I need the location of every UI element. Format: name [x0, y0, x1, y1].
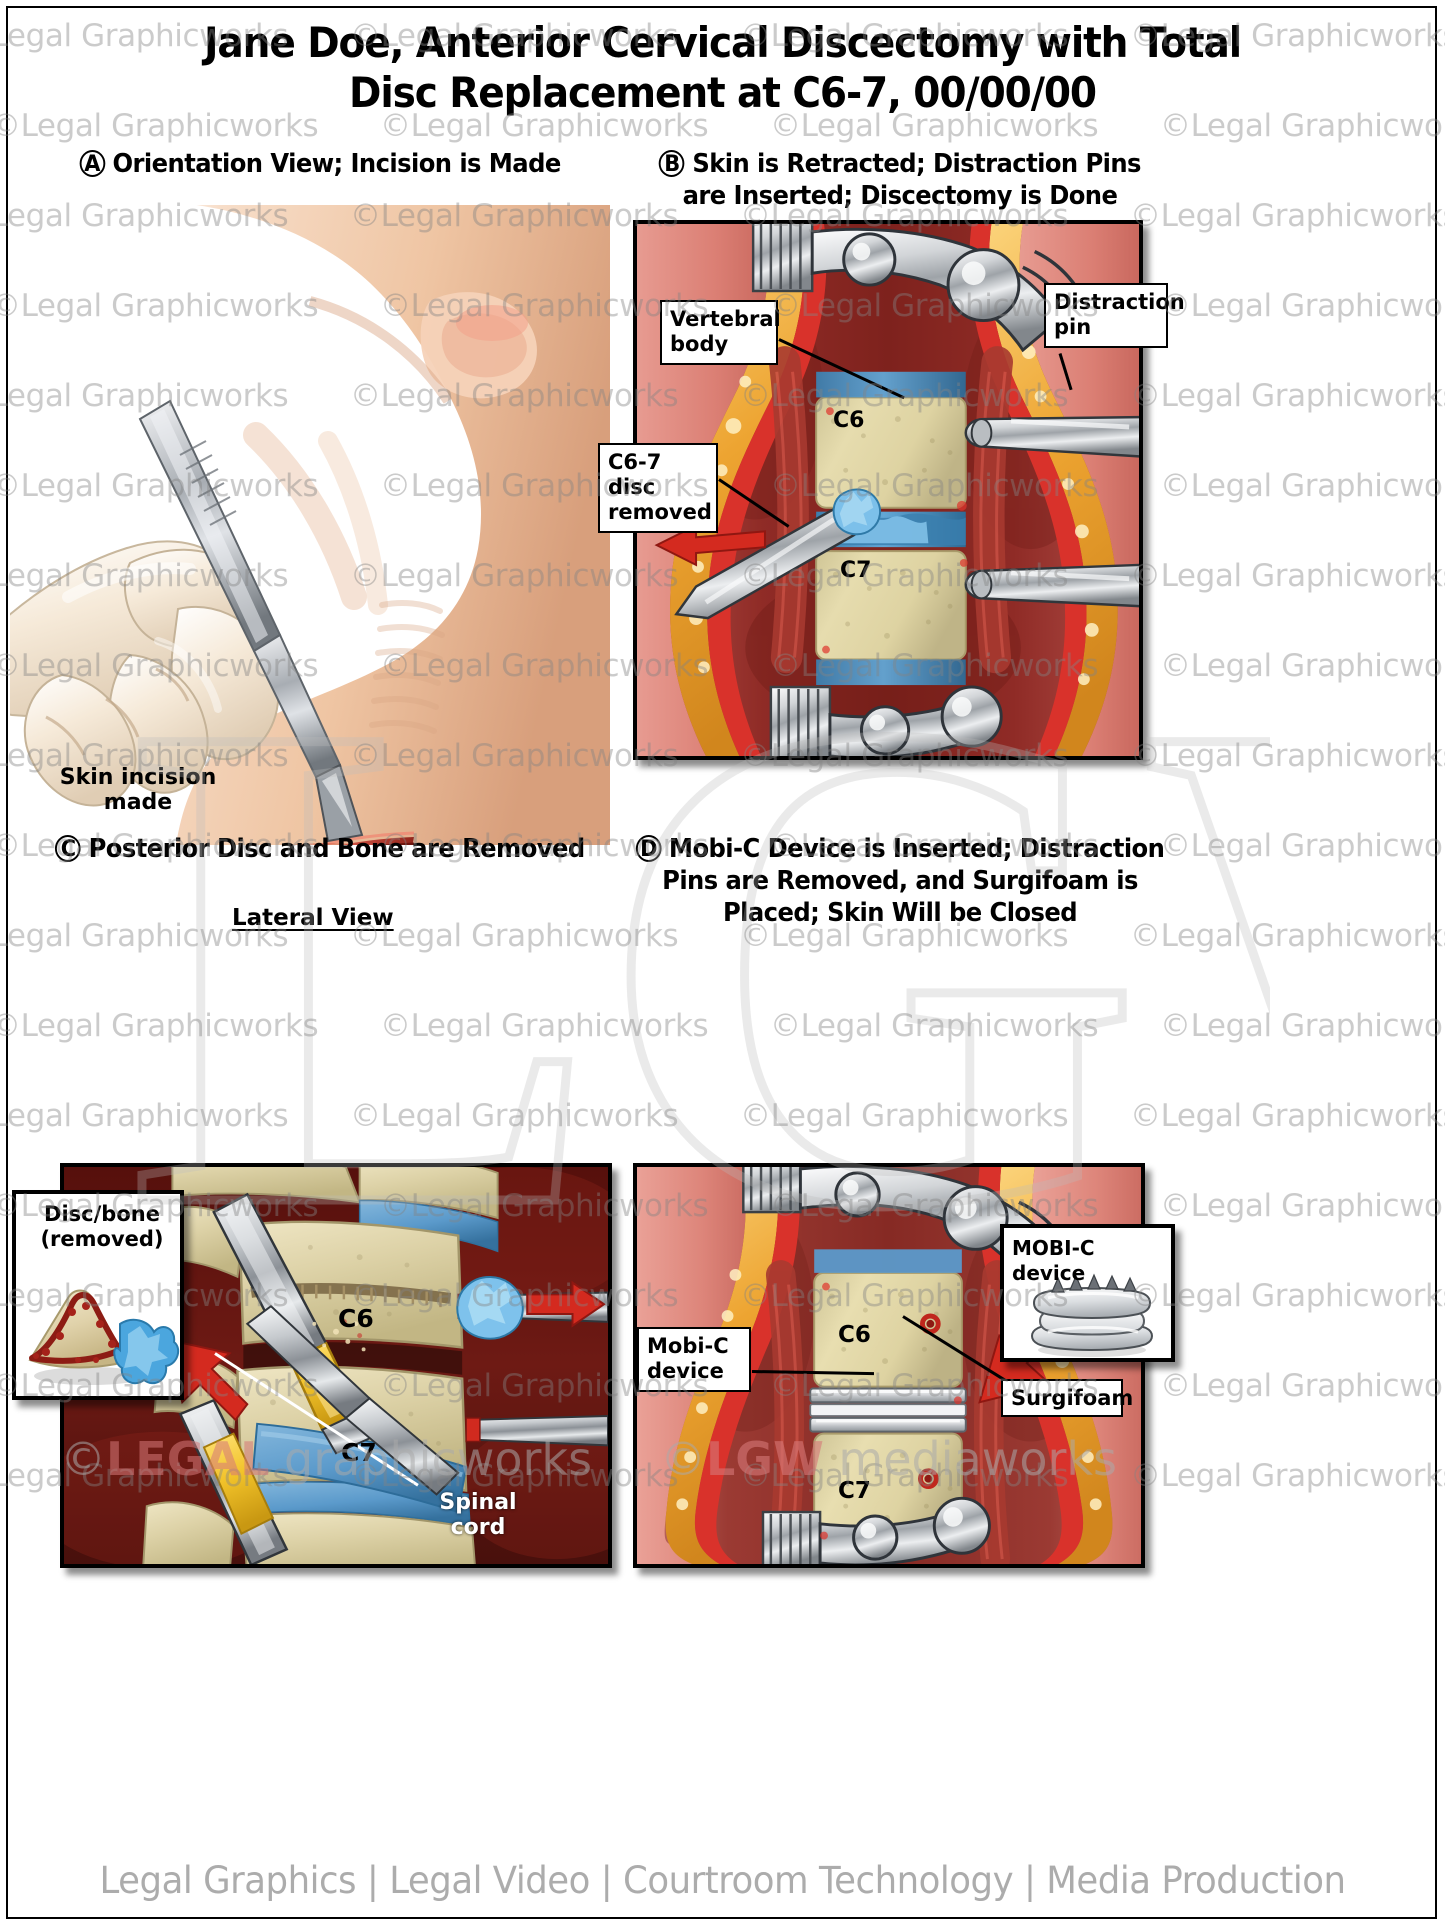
panel-c-subheading: Lateral View: [232, 905, 394, 931]
watermark-tile: ©Legal Graphicworks: [1160, 828, 1445, 864]
watermark-tile: ©Legal Graphicworks: [0, 1098, 289, 1134]
callout-c67-disc-removed: C6-7 disc removed: [598, 443, 718, 533]
bottom-retractor-d: [761, 1496, 991, 1564]
watermark-tile: ©Legal Graphicworks: [770, 1008, 1099, 1044]
drill-lower: [178, 1398, 289, 1564]
callout-mobi-c-device: Mobi-C device: [637, 1327, 751, 1392]
watermark-tile: ©Legal Graphicworks: [1130, 1278, 1445, 1314]
panel-d-heading-line-2: Pins are Removed, and Surgifoam is: [662, 866, 1138, 896]
label-panel-c-c6: C6: [338, 1304, 374, 1333]
panel-a-heading-line-1: Orientation View; Incision is Made: [112, 149, 562, 179]
inset-disc-bone-removed: Disc/bone (removed): [12, 1190, 184, 1400]
red-arrow-fragment: [526, 1280, 606, 1328]
panel-a-letter-badge: A: [79, 149, 105, 177]
page-title: Jane Doe, Anterior Cervical Discectomy w…: [0, 18, 1445, 118]
watermark-tile: ©Legal Graphicworks: [1160, 648, 1445, 684]
panel-a-illustration: [10, 205, 610, 845]
inset-disc-bone-artwork: [28, 1289, 180, 1385]
panel-b-heading-line-2: are Inserted; Discectomy is Done: [682, 181, 1118, 211]
watermark-tile: ©Legal Graphicworks: [1160, 288, 1445, 324]
removed-disc-fragment: [832, 488, 881, 536]
panel-d-heading-line-1: Mobi-C Device is Inserted; Distraction: [668, 834, 1165, 864]
footer-services: Legal Graphics | Legal Video | Courtroom…: [99, 1859, 1346, 1902]
label-panel-b-c7: C7: [840, 558, 872, 583]
watermark-brand-graphicworks: graphicworks: [269, 1432, 593, 1486]
watermark-brand-mediaworks: mediaworks: [823, 1432, 1117, 1486]
pin-hole-c7-surgifoam: [918, 1468, 939, 1490]
distraction-pin-upper: [964, 415, 1139, 458]
title-line-2: Disc Replacement at C6-7, 00/00/00: [349, 68, 1097, 117]
pin-hole-c6: [920, 1313, 941, 1335]
title-line-1: Jane Doe, Anterior Cervical Discectomy w…: [203, 18, 1242, 67]
watermark-tile: ©Legal Graphicworks: [1160, 1008, 1445, 1044]
watermark-brand-right: ©LGW mediaworks: [660, 1432, 1117, 1486]
panel-d-heading-line-3: Placed; Skin Will be Closed: [722, 898, 1078, 928]
watermark-tile: ©Legal Graphicworks: [380, 1008, 709, 1044]
top-retractor: [751, 224, 1096, 353]
watermark-tile: ©Legal Graphicworks: [1130, 1458, 1445, 1494]
panel-c-letter-badge: C: [55, 834, 81, 862]
watermark-tile: ©Legal Graphicworks: [0, 1008, 319, 1044]
watermark-tile: ©Legal Graphicworks: [1160, 468, 1445, 504]
red-arrow-disc-removal: [654, 523, 766, 567]
label-panel-c-spinal-cord: Spinal cord: [439, 1490, 517, 1540]
extracted-fragment: [456, 1276, 524, 1340]
watermark-brand-legal: LEGAL: [106, 1432, 270, 1486]
bottom-retractor: [769, 685, 1003, 756]
watermark-copyright-left: ©: [60, 1432, 106, 1486]
inset-disc-bone-label: Disc/bone (removed): [40, 1202, 164, 1251]
distraction-pin-lower: [964, 563, 1139, 608]
panel-c-heading-line-1: Posterior Disc and Bone are Removed: [88, 834, 586, 864]
label-panel-b-c6: C6: [833, 408, 865, 433]
scalpel: [138, 399, 364, 843]
gloved-hand: [10, 540, 280, 807]
watermark-copyright-right: ©: [660, 1432, 706, 1486]
mobi-c-implant: [809, 1387, 967, 1433]
label-panel-d-c6: C6: [838, 1322, 871, 1348]
watermark-tile: ©Legal Graphicworks: [1130, 378, 1445, 414]
c6-body-panel-d: [813, 1271, 963, 1388]
watermark-tile: ©Legal Graphicworks: [1130, 1098, 1445, 1134]
inset-mobi-c-device: MOBI-C device: [1000, 1224, 1175, 1362]
rongeur-instrument: [674, 488, 881, 620]
watermark-tile: ©Legal Graphicworks: [1130, 558, 1445, 594]
panel-b-heading-line-1: Skin is Retracted; Distraction Pins: [692, 149, 1141, 179]
skin-incision-artwork: [291, 831, 415, 845]
panel-a-artwork: [10, 205, 610, 845]
label-panel-d-c7: C7: [838, 1478, 871, 1504]
inset-mobi-c-label: MOBI-C device: [1012, 1236, 1095, 1285]
watermark-tile: ©Legal Graphicworks: [740, 1098, 1069, 1134]
watermark-brand-lgw: LGW: [706, 1432, 824, 1486]
watermark-brand-left: ©LEGAL graphicworks: [60, 1432, 592, 1486]
watermark-tile: ©Legal Graphicworks: [1160, 1368, 1445, 1404]
label-panel-c-c7: C7: [341, 1438, 377, 1467]
burr-drill-mid: [245, 1304, 460, 1496]
callout-distraction-pin: Distraction pin: [1044, 283, 1185, 348]
watermark-tile: ©Legal Graphicworks: [1160, 1188, 1445, 1224]
callout-surgifoam: Surgifoam: [1001, 1379, 1133, 1417]
inset-mobi-c-artwork: [1031, 1273, 1153, 1357]
c7-vertebral-body: [815, 550, 967, 661]
panel-d-letter-badge: D: [635, 834, 662, 862]
watermark-tile: ©Legal Graphicworks: [350, 1098, 679, 1134]
watermark-tile: ©Legal Graphicworks: [1130, 738, 1445, 774]
panel-b-letter-badge: B: [659, 149, 685, 177]
label-skin-incision-made: Skin incision made: [59, 765, 217, 815]
callout-vertebral-body: Vertebral body: [660, 300, 781, 365]
